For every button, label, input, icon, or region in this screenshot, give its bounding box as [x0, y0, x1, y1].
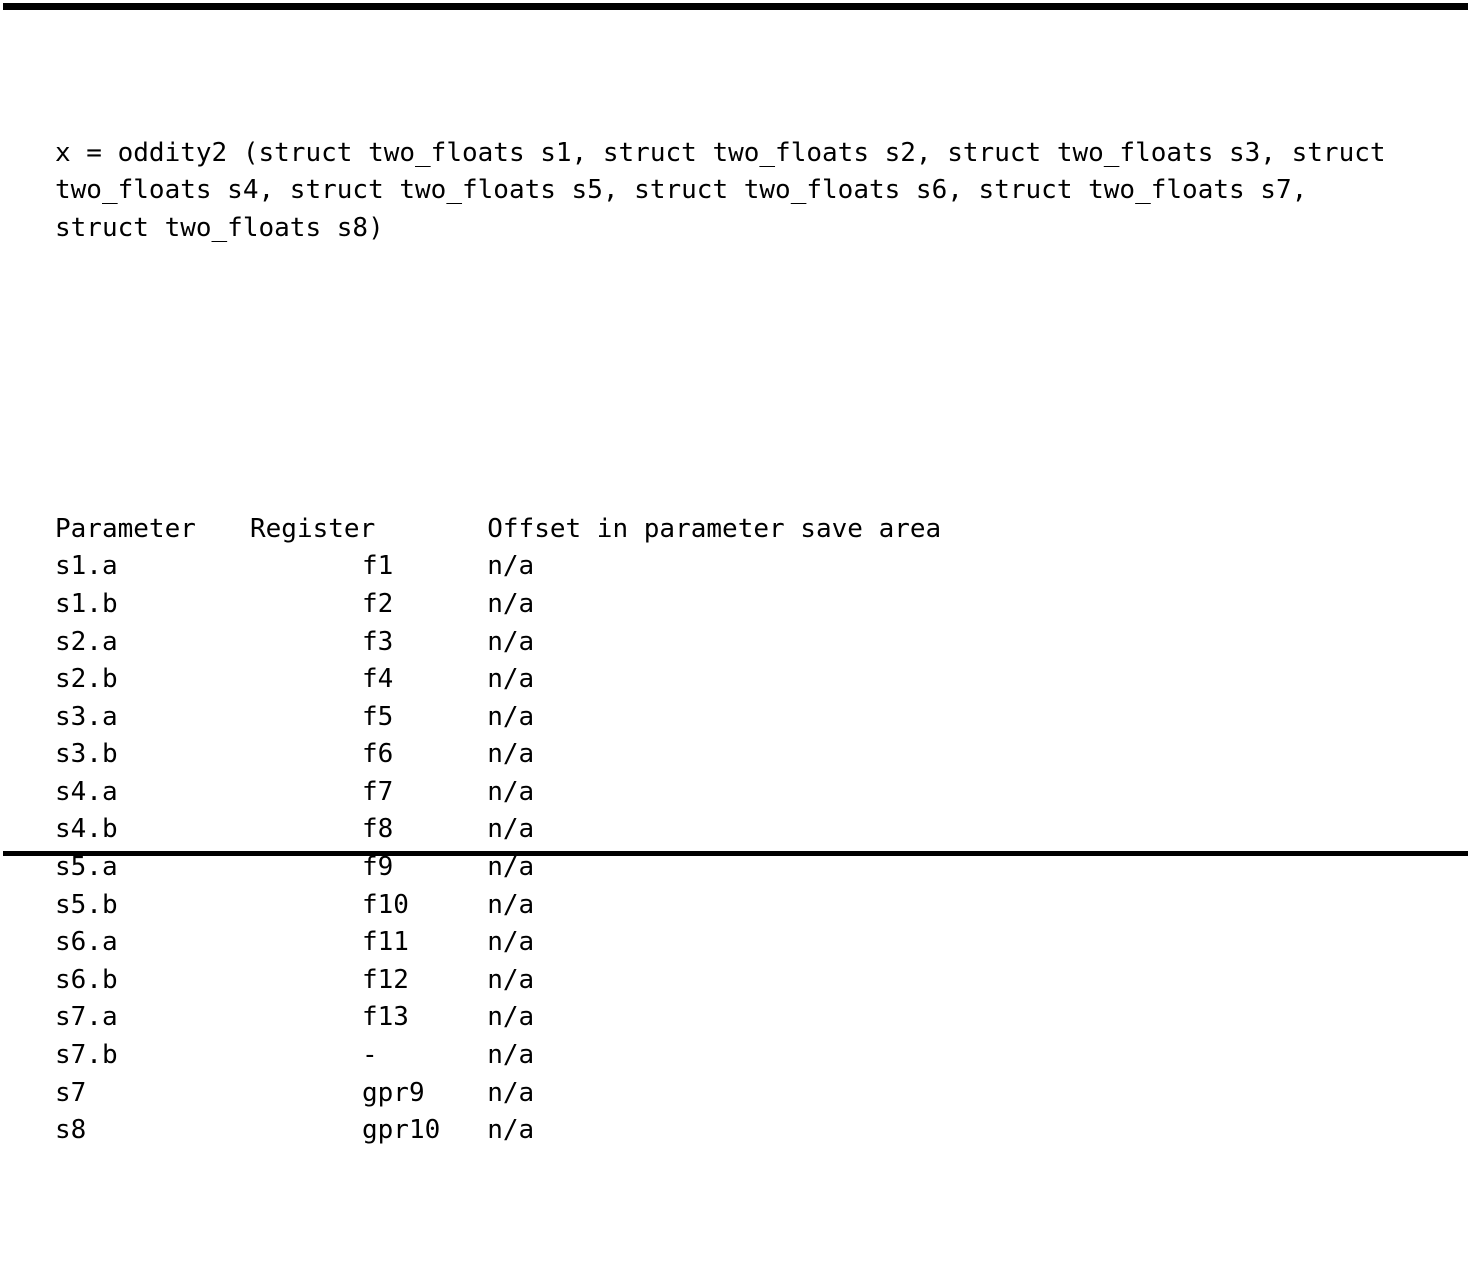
- cell-register: f3: [362, 626, 394, 657]
- cell-register: gpr10: [362, 1115, 441, 1146]
- cell-register: f6: [362, 739, 394, 770]
- cell-register: f5: [362, 701, 394, 732]
- cell-register: f12: [362, 964, 409, 995]
- cell-parameter: s7.b: [55, 1040, 118, 1071]
- cell-offset: n/a: [487, 701, 535, 732]
- cell-register: f2: [362, 588, 394, 619]
- function-signature: x = oddity2 (struct two_floats s1, struc…: [55, 137, 1402, 243]
- cell-offset: n/a: [487, 1002, 535, 1033]
- table-row: s4.a f7 n/a: [55, 774, 1087, 812]
- document-page: x = oddity2 (struct two_floats s1, struc…: [3, 3, 1468, 1146]
- column-header-offset: Offset in parameter save area: [487, 513, 942, 544]
- table-row: s6.b f12 n/a: [55, 962, 1087, 1000]
- cell-offset: n/a: [487, 1115, 535, 1146]
- cell-register: f10: [362, 889, 409, 920]
- table-row: s1.a f1 n/a: [55, 548, 1087, 586]
- table-row: s3.b f6 n/a: [55, 736, 1087, 774]
- spacer: [55, 360, 1455, 398]
- column-header-parameter: Parameter: [55, 513, 196, 544]
- cell-offset: n/a: [487, 1040, 535, 1071]
- cell-parameter: s2.b: [55, 664, 118, 695]
- cell-parameter: s7.a: [55, 1002, 118, 1033]
- cell-offset: n/a: [487, 964, 535, 995]
- cell-register: f1: [362, 551, 394, 582]
- cell-register: f11: [362, 927, 409, 958]
- cell-offset: n/a: [487, 551, 535, 582]
- cell-parameter: s1.b: [55, 588, 118, 619]
- cell-parameter: s6.b: [55, 964, 118, 995]
- cell-parameter: s1.a: [55, 551, 118, 582]
- cell-parameter: s7: [55, 1077, 87, 1108]
- cell-offset: n/a: [487, 588, 535, 619]
- cell-parameter: s2.a: [55, 626, 118, 657]
- cell-offset: n/a: [487, 664, 535, 695]
- cell-register: f7: [362, 776, 394, 807]
- table-row: s7.a f13 n/a: [55, 999, 1087, 1037]
- cell-parameter: s3.b: [55, 739, 118, 770]
- table-row: s3.a f5 n/a: [55, 699, 1087, 737]
- table-row: s6.a f11 n/a: [55, 924, 1087, 962]
- table-row: s1.b f2 n/a: [55, 586, 1087, 624]
- cell-register: f4: [362, 664, 394, 695]
- cell-register: f13: [362, 1002, 409, 1033]
- table-row: s4.b f8 n/a: [55, 811, 1087, 849]
- cell-parameter: s5.b: [55, 889, 118, 920]
- table-row: s7.b - n/a: [55, 1037, 1087, 1075]
- cell-parameter: s6.a: [55, 927, 118, 958]
- cell-offset: n/a: [487, 739, 535, 770]
- document-content: x = oddity2 (struct two_floats s1, struc…: [55, 22, 1455, 1263]
- cell-offset: n/a: [487, 889, 535, 920]
- table-row: s5.b f10 n/a: [55, 887, 1087, 925]
- cell-offset: n/a: [487, 1077, 535, 1108]
- cell-parameter: s4.b: [55, 814, 118, 845]
- cell-register: f8: [362, 814, 394, 845]
- cell-offset: n/a: [487, 626, 535, 657]
- table-row: s7 gpr9 n/a: [55, 1075, 1087, 1113]
- cell-offset: n/a: [487, 814, 535, 845]
- table-row: s2.b f4 n/a: [55, 661, 1087, 699]
- cell-parameter: s8: [55, 1115, 87, 1146]
- top-horizontal-rule: [3, 3, 1468, 10]
- table-row: s2.a f3 n/a: [55, 624, 1087, 662]
- cell-offset: n/a: [487, 927, 535, 958]
- bottom-horizontal-rule: [3, 851, 1468, 856]
- cell-register: gpr9: [362, 1077, 425, 1108]
- cell-register: -: [362, 1040, 378, 1071]
- cell-parameter: s4.a: [55, 776, 118, 807]
- column-header-register: Register: [250, 513, 376, 544]
- parameter-register-table: Parameter Register Offset in parameter s…: [55, 511, 1087, 1150]
- table-header-row: Parameter Register Offset in parameter s…: [55, 511, 1087, 549]
- table-row: s8 gpr10 n/a: [55, 1112, 1087, 1150]
- cell-offset: n/a: [487, 776, 535, 807]
- cell-parameter: s3.a: [55, 701, 118, 732]
